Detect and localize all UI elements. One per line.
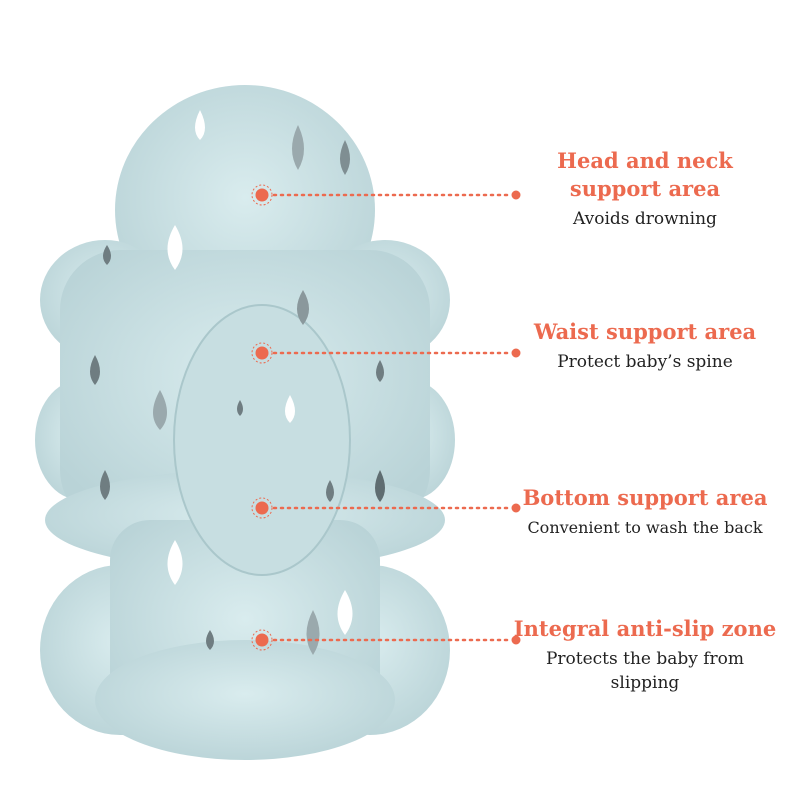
- callout-description: Protect baby’s spine: [557, 352, 733, 372]
- callout-waist: Waist support area Protect baby’s spine: [495, 318, 795, 374]
- marker-antislip: [251, 629, 521, 651]
- callout-markers: [251, 184, 521, 651]
- callout-description: Avoids drowning: [573, 209, 717, 229]
- raindrop-pattern: [90, 110, 385, 655]
- callout-head-neck: Head and neck support area Avoids drowni…: [495, 147, 795, 231]
- waist-pad: [173, 304, 351, 576]
- callout-title: Integral anti-slip zone: [513, 616, 777, 641]
- callout-title: Head and neck support area: [557, 148, 733, 201]
- callout-description: Protects the baby from slipping: [545, 649, 745, 693]
- callout-title: Waist support area: [533, 319, 757, 344]
- callout-title: Bottom support area: [522, 485, 768, 510]
- marker-bottom: [251, 497, 521, 519]
- callout-bottom: Bottom support area Convenient to wash t…: [495, 484, 795, 540]
- callout-antislip: Integral anti-slip zone Protects the bab…: [495, 615, 795, 695]
- callout-description: Convenient to wash the back: [527, 518, 763, 537]
- marker-head: [251, 184, 521, 206]
- marker-waist: [251, 342, 521, 364]
